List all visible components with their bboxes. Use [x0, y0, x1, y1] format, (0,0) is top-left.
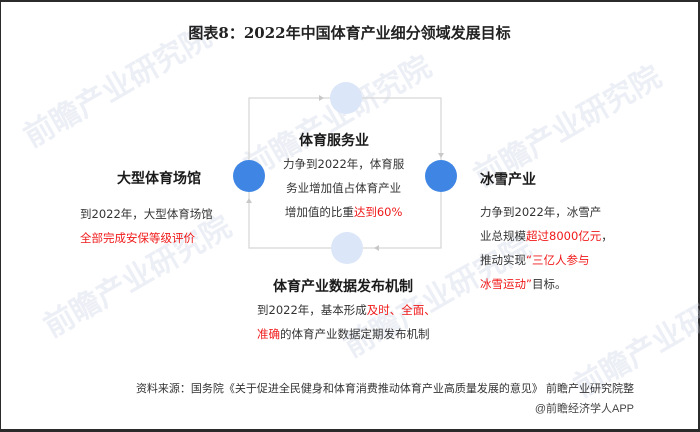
arrow-down-icon [438, 153, 444, 158]
highlight-text: 准确 [257, 327, 280, 341]
text-segment: ， [601, 229, 613, 243]
chart-title: 图表8：2022年中国体育产业细分领域发展目标 [188, 24, 511, 42]
left-node-circle [233, 160, 265, 192]
text-line: 力争到2022年，体育服 [283, 157, 405, 171]
node-text-large-stadiums: 到2022年，大型体育场馆 全部完成安保等级评价 [80, 202, 213, 250]
text-line: 到2022年，大型体育场馆 [80, 207, 213, 221]
highlight-text: “三亿人参与 [526, 253, 590, 267]
node-text-sports-services: 力争到2022年，体育服 务业增加值占体育产业 增加值的比重达到60% [283, 152, 404, 224]
bottom-node-circle [331, 232, 363, 264]
text-line: 到2022年，基本形成及时、全面、 [257, 298, 436, 322]
text-segment: 推动实现 [480, 253, 526, 267]
arrow-up-icon [246, 198, 252, 203]
text-line: 业总规模超过8000亿元， [480, 224, 613, 248]
text-line: 增加值的比重达到60% [283, 200, 404, 224]
text-line: 准确的体育产业数据定期发布机制 [257, 322, 436, 346]
node-text-ice-snow-industry: 力争到2022年，冰雪产 业总规模超过8000亿元， 推动实现“三亿人参与 冰雪… [480, 200, 613, 296]
text-line: 务业增加值占体育产业 [286, 181, 402, 195]
text-line: 力争到2022年，冰雪产 [480, 205, 602, 219]
credit-note: @前瞻经济学人APP [534, 403, 634, 415]
arrow-right-icon [319, 95, 324, 101]
top-node-circle [330, 82, 362, 114]
text-segment: 业总规模 [480, 229, 526, 243]
highlight-text: 超过8000亿元 [526, 229, 602, 243]
highlight-text: 冰雪运动” [480, 277, 532, 291]
text-segment: 增加值的比重 [284, 205, 354, 219]
text-segment: 目标。 [531, 277, 567, 291]
text-segment: 到2022年，基本形成 [257, 303, 367, 317]
highlight-text: 及时、全面、 [366, 303, 436, 317]
text-line: 推动实现“三亿人参与 [480, 248, 613, 272]
node-title-data-release-mechanism: 体育产业数据发布机制 [273, 279, 413, 295]
highlight-text: 全部完成安保等级评价 [80, 231, 195, 245]
node-title-ice-snow-industry: 冰雪产业 [480, 172, 536, 188]
text-line: 冰雪运动”目标。 [480, 272, 613, 296]
text-segment: 的体育产业数据定期发布机制 [280, 327, 430, 341]
node-title-sports-services: 体育服务业 [299, 133, 369, 149]
node-text-data-release-mechanism: 到2022年，基本形成及时、全面、 准确的体育产业数据定期发布机制 [257, 298, 436, 346]
source-note: 资料来源：国务院《关于促进全民健身和体育消费推动体育产业高质量发展的意见》 前瞻… [135, 383, 634, 395]
arrow-left-icon [374, 245, 379, 251]
highlight-text: 达到60% [353, 205, 403, 219]
right-node-circle [425, 160, 457, 192]
node-title-large-stadiums: 大型体育场馆 [117, 171, 201, 187]
